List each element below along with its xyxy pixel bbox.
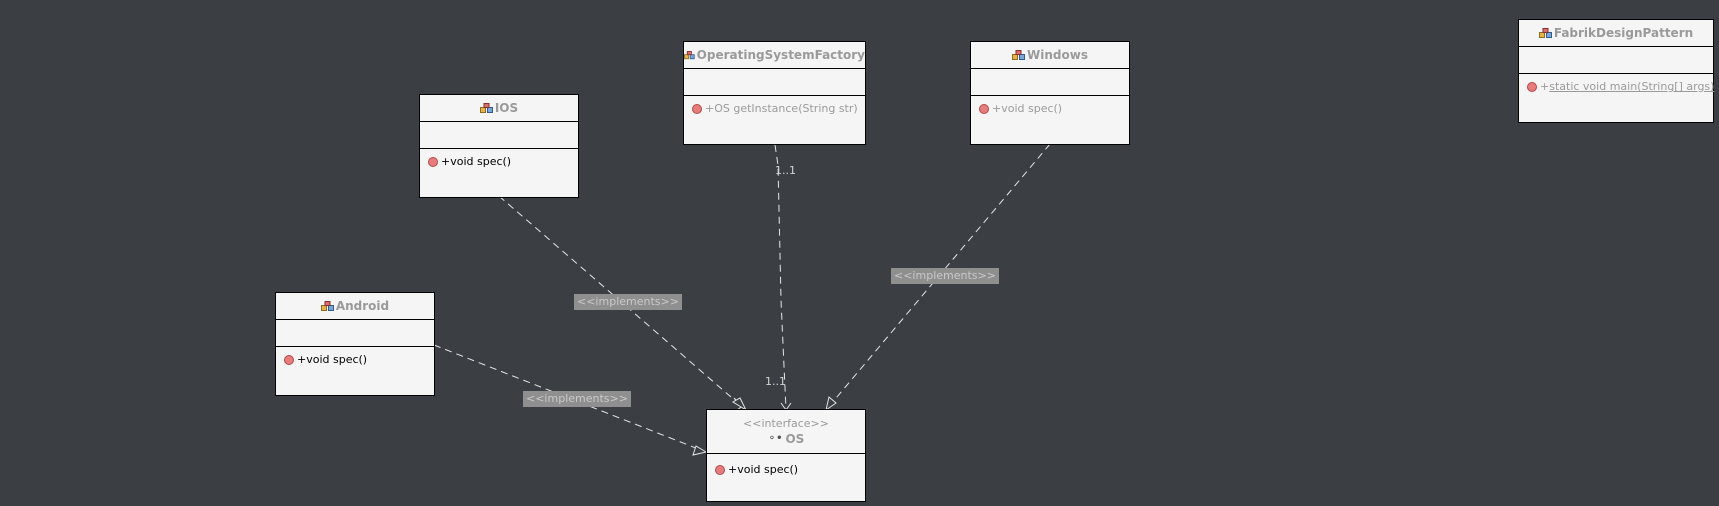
interface-header: <<interface>> ⚬• OS: [707, 410, 865, 454]
factory-multiplicity-top: 1..1: [775, 164, 796, 177]
windows-implements-label[interactable]: <<implements>>: [891, 268, 999, 284]
operations-compartment: +void spec(): [707, 454, 865, 476]
attributes-compartment: [684, 69, 865, 96]
class-header: Android: [276, 293, 434, 320]
class-android[interactable]: Android +void spec(): [275, 292, 435, 396]
attributes-compartment: [420, 122, 578, 149]
interface-name: OS: [785, 431, 805, 446]
static-operation[interactable]: + static void main(String[] args): [1527, 80, 1715, 93]
public-visibility-icon: [1527, 81, 1537, 92]
operation[interactable]: +void spec(): [715, 463, 865, 476]
public-visibility-icon: [715, 464, 725, 475]
class-windows[interactable]: Windows +void spec(): [970, 41, 1130, 145]
attributes-compartment: [276, 320, 434, 347]
class-icon: [1538, 27, 1552, 38]
stereotype-label: <<interface>>: [743, 416, 829, 430]
public-visibility-icon: [284, 354, 294, 365]
class-operating-system-factory[interactable]: OperatingSystemFactory +OS getInstance(S…: [683, 41, 866, 145]
public-visibility-icon: [692, 103, 702, 114]
interface-os[interactable]: <<interface>> ⚬• OS +void spec(): [706, 409, 866, 502]
operations-compartment: +void spec(): [276, 347, 434, 366]
class-icon: [684, 50, 695, 59]
class-name: OperatingSystemFactory: [696, 48, 865, 62]
class-header: OperatingSystemFactory: [684, 42, 865, 69]
interface-icon: ⚬•: [767, 432, 783, 444]
class-icon: [479, 102, 493, 113]
class-fabrik-design-pattern[interactable]: FabrikDesignPattern + static void main(S…: [1518, 19, 1714, 123]
operation[interactable]: +void spec(): [979, 102, 1129, 115]
factory-multiplicity-bottom: 1..1: [765, 375, 786, 388]
attributes-compartment: [971, 69, 1129, 96]
operation[interactable]: +OS getInstance(String str): [692, 102, 865, 115]
operation-visibility: +: [1540, 80, 1550, 93]
class-icon: [1012, 49, 1026, 60]
operations-compartment: +void spec(): [420, 149, 578, 168]
attributes-compartment: [1519, 47, 1713, 74]
operation[interactable]: +void spec(): [428, 155, 578, 168]
operations-compartment: + static void main(String[] args): [1519, 74, 1715, 93]
factory-dependency-connector[interactable]: [774, 144, 792, 411]
class-header: IOS: [420, 95, 578, 122]
android-implements-label[interactable]: <<implements>>: [523, 391, 631, 407]
operations-compartment: +OS getInstance(String str): [684, 96, 865, 115]
operations-compartment: +void spec(): [971, 96, 1129, 115]
class-name: Windows: [1027, 48, 1088, 62]
public-visibility-icon: [428, 156, 438, 167]
operation[interactable]: +void spec(): [284, 353, 434, 366]
operation-signature: +OS getInstance(String str): [705, 102, 858, 115]
class-header: Windows: [971, 42, 1129, 69]
class-icon: [320, 300, 334, 311]
class-name: IOS: [494, 101, 519, 115]
class-name: Android: [335, 299, 390, 313]
ios-implements-label[interactable]: <<implements>>: [574, 294, 682, 310]
operation-signature: static void main(String[] args): [1549, 80, 1715, 93]
operation-signature: +void spec(): [992, 102, 1063, 115]
operation-signature: +void spec(): [728, 463, 799, 476]
interface-title: ⚬• OS: [768, 431, 805, 447]
class-header: FabrikDesignPattern: [1519, 20, 1713, 47]
operation-signature: +void spec(): [297, 353, 368, 366]
public-visibility-icon: [979, 103, 989, 114]
class-ios[interactable]: IOS +void spec(): [419, 94, 579, 198]
operation-signature: +void spec(): [441, 155, 512, 168]
class-name: FabrikDesignPattern: [1553, 26, 1694, 40]
